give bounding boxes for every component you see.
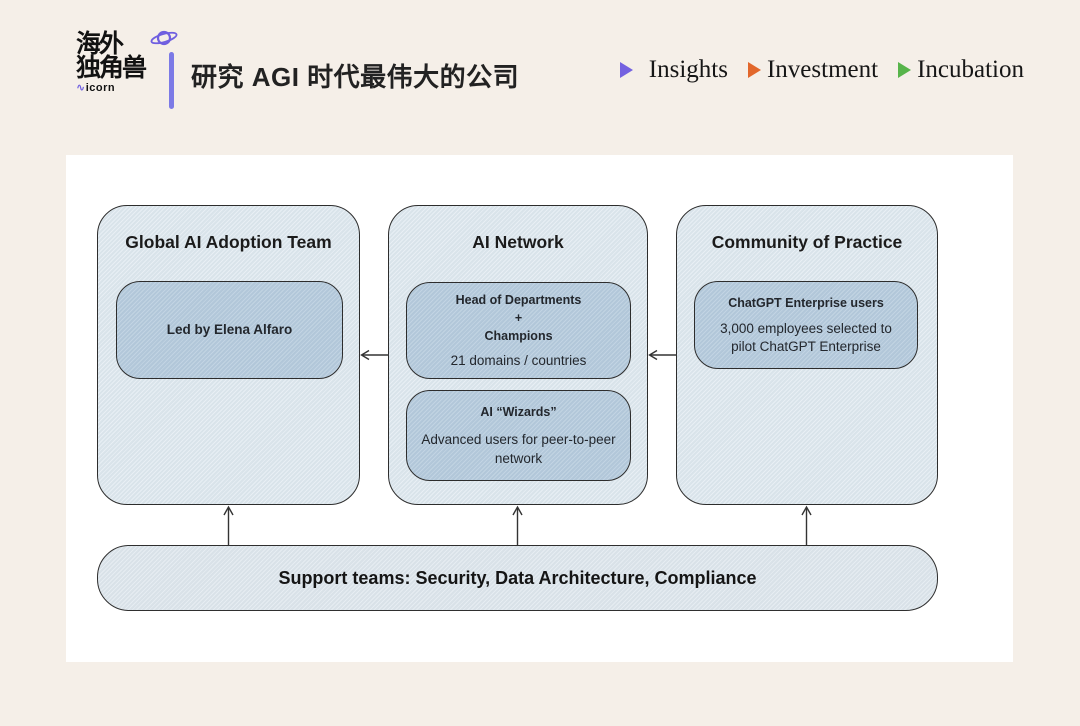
arrow-left-community-to-network-icon (648, 349, 677, 361)
arrow-up-support-to-adoption-icon (223, 505, 234, 545)
card-head-of-departments: Head of Departments + Champions 21 domai… (406, 282, 631, 379)
arrow-up-support-to-network-icon (512, 505, 523, 545)
card-line: Champions (484, 329, 553, 344)
support-bar-label: Support teams: Security, Data Architectu… (278, 567, 757, 588)
card-subtitle: 21 domains / countries (450, 352, 587, 368)
card-ai-wizards: AI “Wizards” Advanced users for peer-to-… (406, 390, 631, 481)
logo-cjk-text: 海外 独角兽 (76, 30, 172, 82)
nav-item-investment[interactable]: Investment (747, 56, 879, 84)
logo-cjk-line2: 独角兽 (76, 53, 147, 82)
card-title: AI “Wizards” (480, 405, 557, 420)
card-subtitle: Advanced users for peer-to-peer network (421, 432, 616, 466)
box-title: AI Network (472, 232, 564, 252)
card-title: Led by Elena Alfaro (166, 322, 293, 338)
logo-wordmark: ∿icorn (76, 81, 172, 94)
triangle-marker-icon (619, 62, 633, 78)
card-line: + (514, 311, 523, 326)
box-title: Global AI Adoption Team (125, 232, 332, 252)
nav-label: Investment (766, 56, 879, 83)
arrow-left-network-to-adoption-icon (360, 349, 389, 361)
card-title: ChatGPT Enterprise users (728, 295, 884, 310)
card-led-by-elena-alfaro: Led by Elena Alfaro (116, 281, 343, 379)
card-subtitle: 3,000 employees selected to pilot ChatGP… (720, 320, 892, 355)
box-title: Community of Practice (711, 232, 903, 252)
card-chatgpt-enterprise-users: ChatGPT Enterprise users 3,000 employees… (694, 281, 918, 369)
logo-cjk-line1: 海外 (76, 30, 124, 58)
logo-wordmark-squiggle: ∿ (76, 82, 86, 94)
nav-item-insights[interactable]: Insights (619, 56, 728, 84)
logo-wordmark-text: icorn (85, 82, 116, 94)
nav-item-incubation[interactable]: Incubation (898, 56, 1024, 84)
header-separator-bar (169, 52, 174, 109)
header-nav: Insights Investment Incubation (619, 56, 1024, 84)
card-line: Head of Departments (455, 293, 582, 307)
saturn-icon (150, 30, 178, 46)
arrow-up-support-to-community-icon (801, 505, 812, 545)
header-tagline: 研究 AGI 时代最伟大的公司 (191, 62, 520, 92)
unicorn-logo[interactable]: 海外 独角兽 ∿icorn (76, 30, 178, 115)
triangle-marker-icon (898, 62, 912, 78)
diagram-canvas: Global AI Adoption Team Led by Elena Alf… (66, 155, 1013, 662)
box-global-ai-adoption-team: Global AI Adoption Team Led by Elena Alf… (97, 205, 360, 505)
box-ai-network: AI Network Head of Departments + Champio… (388, 205, 648, 505)
nav-label: Incubation (917, 56, 1024, 83)
box-community-of-practice: Community of Practice ChatGPT Enterprise… (676, 205, 938, 505)
nav-label: Insights (648, 56, 728, 83)
support-teams-bar: Support teams: Security, Data Architectu… (97, 545, 938, 611)
triangle-marker-icon (747, 62, 761, 78)
